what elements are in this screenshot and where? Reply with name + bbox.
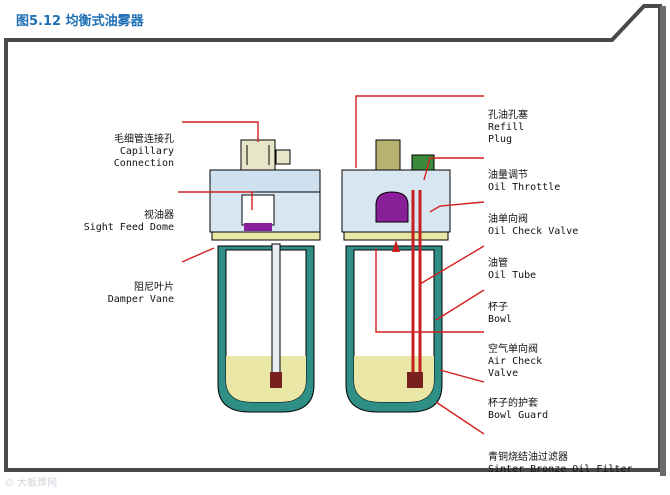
capillary-connector — [240, 139, 276, 171]
sight-dome-right — [375, 191, 409, 223]
page-title: 图5.12 均衡式油雾器 — [16, 14, 144, 29]
left-oil — [226, 356, 306, 402]
right-unit — [341, 139, 451, 413]
frame-border — [4, 3, 662, 472]
oil-tubes — [411, 190, 422, 380]
leader-lines — [178, 95, 485, 435]
watermark: © 大板焊网 — [4, 478, 58, 489]
refill-plug — [375, 139, 401, 171]
sight-dome — [241, 194, 275, 226]
left-unit — [209, 139, 321, 413]
frame-shade — [612, 6, 666, 476]
